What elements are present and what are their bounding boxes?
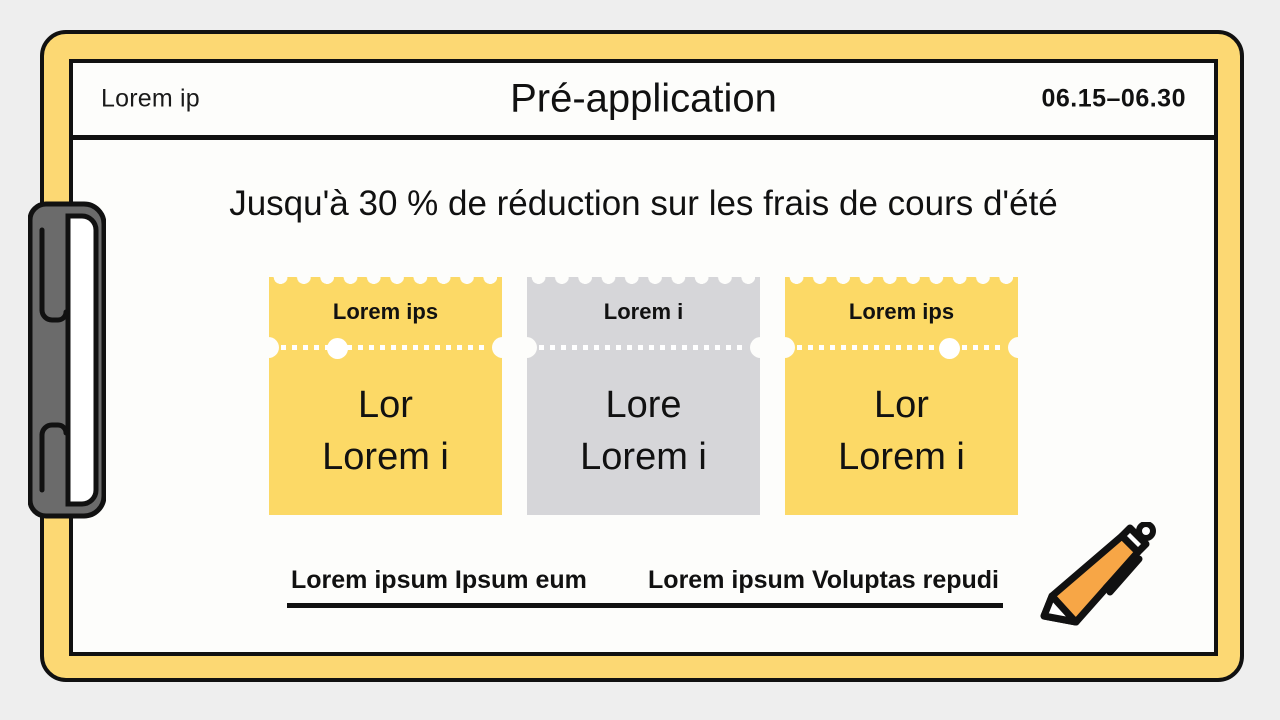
notch-right-icon	[750, 337, 761, 358]
coupon-ticket[interactable]: Lorem ips Lor Lorem i	[784, 267, 1019, 515]
coupon-value-line-2: Lorem i	[580, 436, 707, 478]
page-body: Jusqu'à 30 % de réduction sur les frais …	[73, 140, 1214, 652]
coupon-ticket-body	[785, 277, 1018, 515]
header-bar: Lorem ip Pré-application 06.15–06.30	[73, 63, 1214, 140]
perforation-line	[539, 345, 748, 350]
signature-row: Lorem ipsum Ipsum eum Lorem ipsum Volupt…	[287, 566, 1003, 608]
header-left-label: Lorem ip	[101, 84, 200, 113]
binder-clip-icon	[27, 190, 107, 530]
clipboard-frame: Lorem ip Pré-application 06.15–06.30 Jus…	[40, 30, 1244, 682]
headline-text: Jusqu'à 30 % de réduction sur les frais …	[229, 184, 1058, 223]
ticket-gap-circle-icon	[939, 338, 960, 359]
coupon-ticket[interactable]: Lorem ips Lor Lorem i	[268, 267, 503, 515]
coupon-ticket-value: Lore Lorem i	[527, 379, 760, 483]
coupon-ticket-value: Lor Lorem i	[785, 379, 1018, 483]
perforation-line	[281, 345, 490, 350]
date-range-label: 06.15–06.30	[1041, 84, 1186, 113]
coupon-value-line-1: Lor	[874, 384, 929, 426]
signature-labels: Lorem ipsum Ipsum eum Lorem ipsum Volupt…	[287, 566, 1003, 603]
page-title: Pré-application	[510, 76, 777, 121]
pen-icon	[1026, 521, 1156, 632]
notch-right-icon	[1008, 337, 1019, 358]
notch-left-icon	[268, 337, 279, 358]
coupon-ticket[interactable]: Lorem i Lore Lorem i	[526, 267, 761, 515]
coupon-ticket-body	[269, 277, 502, 515]
coupon-value-line-1: Lore	[605, 384, 682, 426]
ticket-gap-circle-icon	[327, 338, 348, 359]
coupon-ticket-body	[527, 277, 760, 515]
signature-label-left: Lorem ipsum Ipsum eum	[291, 566, 587, 594]
notch-right-icon	[492, 337, 503, 358]
perforation-line	[797, 345, 1006, 350]
signature-rule	[287, 603, 1003, 608]
signature-label-right: Lorem ipsum Voluptas repudi	[648, 566, 999, 594]
coupon-ticket-value: Lor Lorem i	[269, 379, 502, 483]
coupon-value-line-1: Lor	[358, 384, 413, 426]
notch-left-icon	[784, 337, 795, 358]
page-sheet: Lorem ip Pré-application 06.15–06.30 Jus…	[69, 59, 1218, 656]
coupon-value-line-2: Lorem i	[838, 436, 965, 478]
tickets-row: Lorem ips Lor Lorem i Lorem i	[73, 267, 1214, 515]
notch-left-icon	[526, 337, 537, 358]
coupon-value-line-2: Lorem i	[322, 436, 449, 478]
coupon-ticket-header: Lorem i	[603, 299, 684, 324]
coupon-ticket-header: Lorem ips	[332, 299, 439, 324]
coupon-ticket-header: Lorem ips	[848, 299, 955, 324]
